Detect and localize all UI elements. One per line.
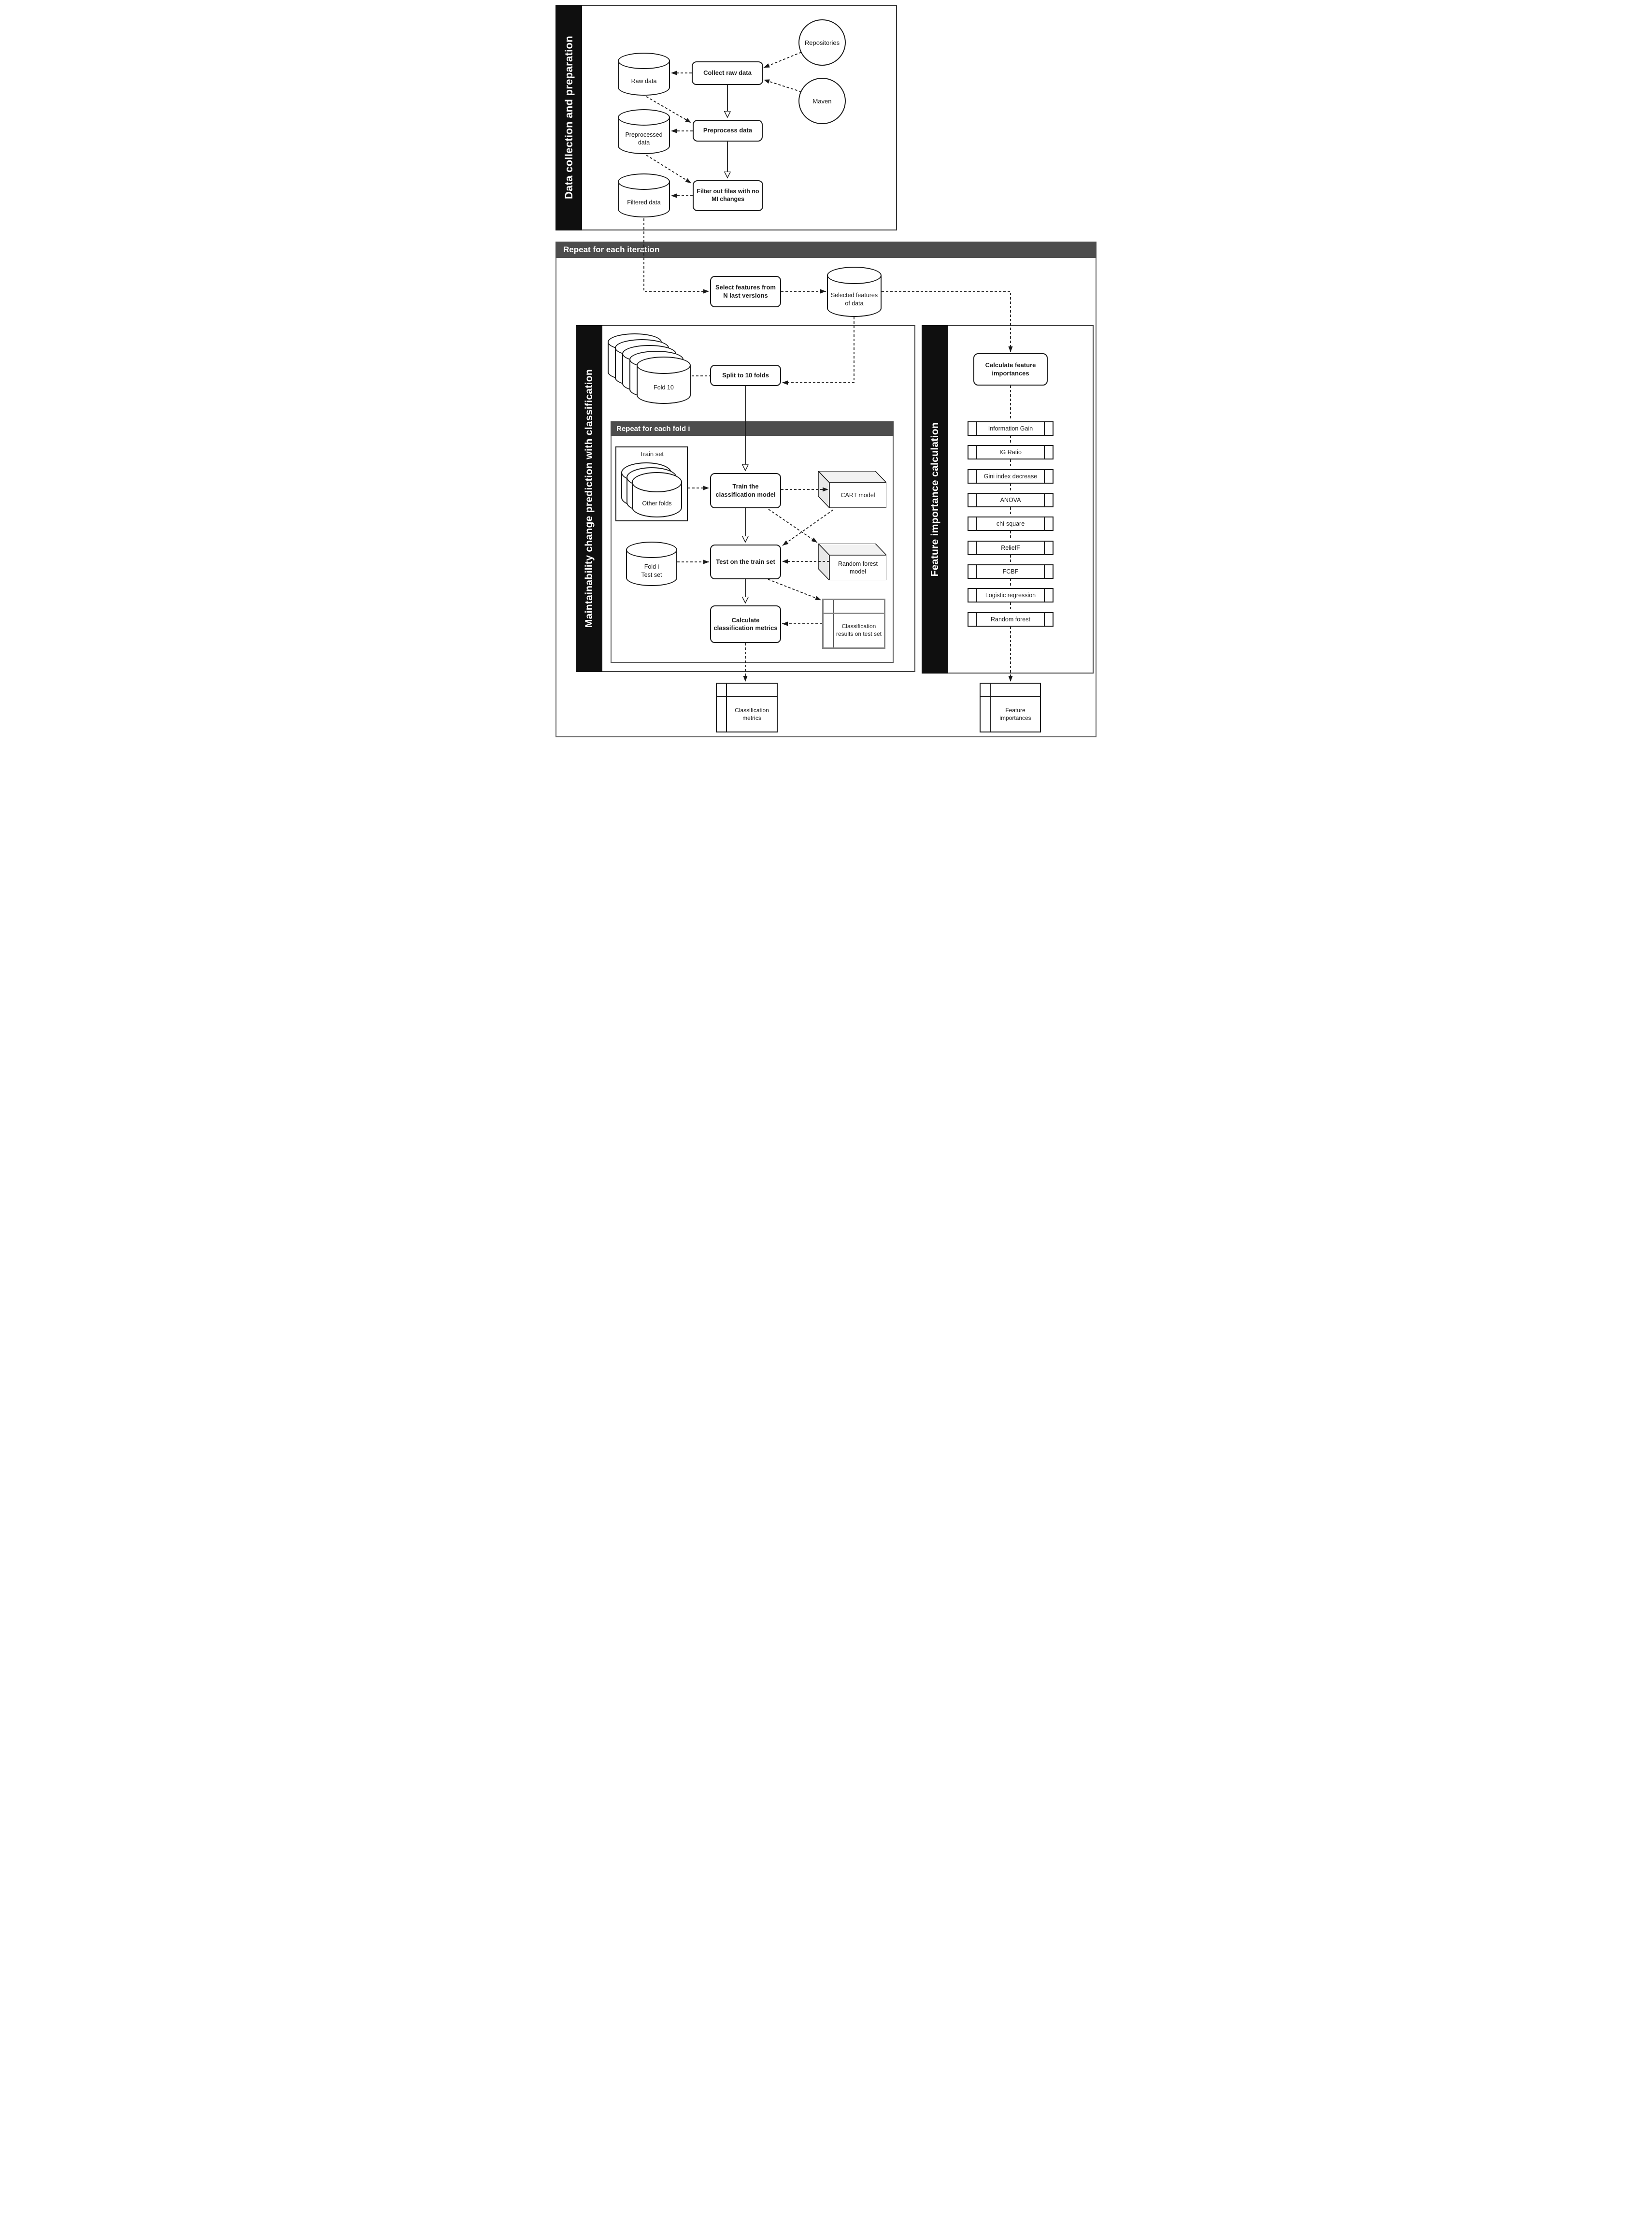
other-folds-label: Other folds — [642, 500, 672, 507]
classification-title-bar: Maintainability change prediction with c… — [576, 325, 602, 672]
preprocessed-data-cylinder: Preprocessed data — [618, 109, 670, 154]
method-item-chi-square: chi-square — [968, 516, 1054, 531]
method-item-ig-ratio: IG Ratio — [968, 445, 1054, 459]
maven-label: Maven — [812, 97, 832, 105]
test-model-node: Test on the train set — [710, 545, 781, 579]
selected-features-label: Selected features of data — [830, 292, 878, 307]
cart-model-label: CART model — [840, 491, 875, 499]
filter-files-label: Filter out files with no MI changes — [697, 188, 759, 202]
split-folds-node: Split to 10 folds — [710, 365, 781, 386]
method-item-random-forest: Random forest — [968, 612, 1054, 627]
results-table: Classification results on test set — [822, 599, 885, 649]
method-item-logistic-regression: Logistic regression — [968, 588, 1054, 603]
raw-data-cylinder: Raw data — [618, 53, 670, 96]
train-model-node: Train the classification model — [710, 473, 781, 508]
other-folds-cylinder-front: Other folds — [632, 472, 682, 517]
iteration-band-title: Repeat for each iteration — [563, 245, 660, 254]
filtered-data-label: Filtered data — [627, 199, 661, 206]
filtered-data-cylinder: Filtered data — [618, 173, 670, 217]
fold-stack-cylinder-front: Fold 10 — [637, 357, 691, 404]
fold-i-test-cylinder: Fold i Test set — [626, 542, 677, 586]
rf-model-label: Random forest model — [838, 560, 878, 575]
filter-files-node: Filter out files with no MI changes — [693, 180, 763, 211]
select-features-label: Select features from N last versions — [715, 284, 776, 299]
calc-importances-label: Calculate feature importances — [985, 361, 1036, 377]
calc-metrics-label: Calculate classification metrics — [713, 616, 778, 631]
importances-table-label: Feature importances — [999, 706, 1031, 721]
metrics-table: Classification metrics — [716, 683, 778, 732]
preprocess-data-node: Preprocess data — [693, 120, 763, 142]
raw-data-label: Raw data — [631, 77, 657, 85]
selected-features-cylinder: Selected features of data — [827, 267, 882, 317]
train-model-label: Train the classification model — [715, 483, 776, 498]
calc-metrics-node: Calculate classification metrics — [710, 605, 781, 643]
fold-10-label: Fold 10 — [654, 384, 674, 391]
fold-loop-band: Repeat for each fold i — [611, 421, 894, 436]
diagram-canvas: Data collection and preparation Raw data… — [551, 0, 1101, 746]
repositories-label: Repositories — [804, 39, 840, 46]
repositories-ellipse: Repositories — [798, 19, 846, 66]
iteration-band: Repeat for each iteration — [555, 242, 1097, 258]
fold-i-test-label: Fold i Test set — [641, 563, 662, 578]
cart-model-cube: CART model — [818, 471, 886, 508]
method-item-fcbf: FCBF — [968, 564, 1054, 579]
collect-raw-data-node: Collect raw data — [692, 61, 763, 85]
method-item-gini: Gini index decrease — [968, 469, 1054, 484]
collect-raw-data-label: Collect raw data — [703, 69, 752, 77]
feature-importance-title-bar: Feature importance calculation — [922, 325, 948, 674]
importances-table: Feature importances — [980, 683, 1041, 732]
preprocess-data-label: Preprocess data — [703, 127, 753, 134]
data-collection-title: Data collection and preparation — [562, 36, 575, 200]
metrics-table-label: Classification metrics — [735, 706, 769, 721]
classification-title: Maintainability change prediction with c… — [583, 369, 595, 628]
split-folds-label: Split to 10 folds — [722, 371, 769, 379]
fold-loop-band-title: Repeat for each fold i — [616, 424, 690, 433]
maven-ellipse: Maven — [798, 78, 846, 124]
rf-model-cube-shape — [818, 544, 886, 580]
preprocessed-data-label: Preprocessed data — [625, 131, 663, 146]
calc-importances-node: Calculate feature importances — [973, 353, 1048, 386]
method-item-information-gain: Information Gain — [968, 421, 1054, 436]
method-item-relieff: ReliefF — [968, 541, 1054, 555]
feature-importance-title: Feature importance calculation — [929, 422, 940, 577]
test-model-label: Test on the train set — [716, 558, 775, 565]
rf-model-cube: Random forest model — [818, 544, 886, 580]
data-collection-title-bar: Data collection and preparation — [555, 5, 582, 230]
results-table-label: Classification results on test set — [836, 623, 882, 637]
train-set-label: Train set — [639, 450, 664, 458]
select-features-node: Select features from N last versions — [710, 276, 781, 307]
cart-model-cube-shape — [818, 471, 886, 508]
method-item-anova: ANOVA — [968, 493, 1054, 507]
